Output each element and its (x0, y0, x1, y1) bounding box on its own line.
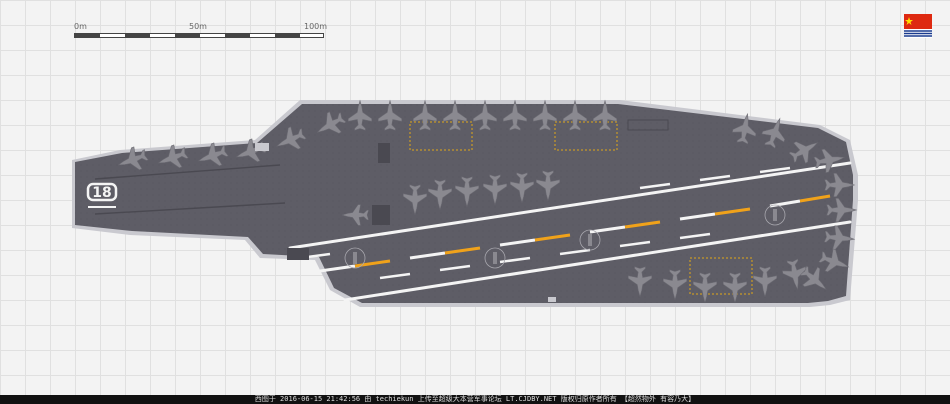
scale-bar: 0m 50m 100m (74, 22, 328, 42)
scale-label-100: 100m (304, 22, 328, 31)
scale-track (74, 33, 324, 38)
naval-ensign-icon (904, 14, 932, 38)
scale-label-0: 0m (74, 22, 87, 31)
watermark-caption: 西图于 2016-06-15 21:42:56 由 techiekun 上传至超… (0, 395, 950, 404)
flight-deck (75, 104, 853, 303)
scale-label-50: 50m (189, 22, 207, 31)
hull-number: 18 (86, 182, 118, 208)
hull-number-text: 18 (92, 185, 111, 201)
